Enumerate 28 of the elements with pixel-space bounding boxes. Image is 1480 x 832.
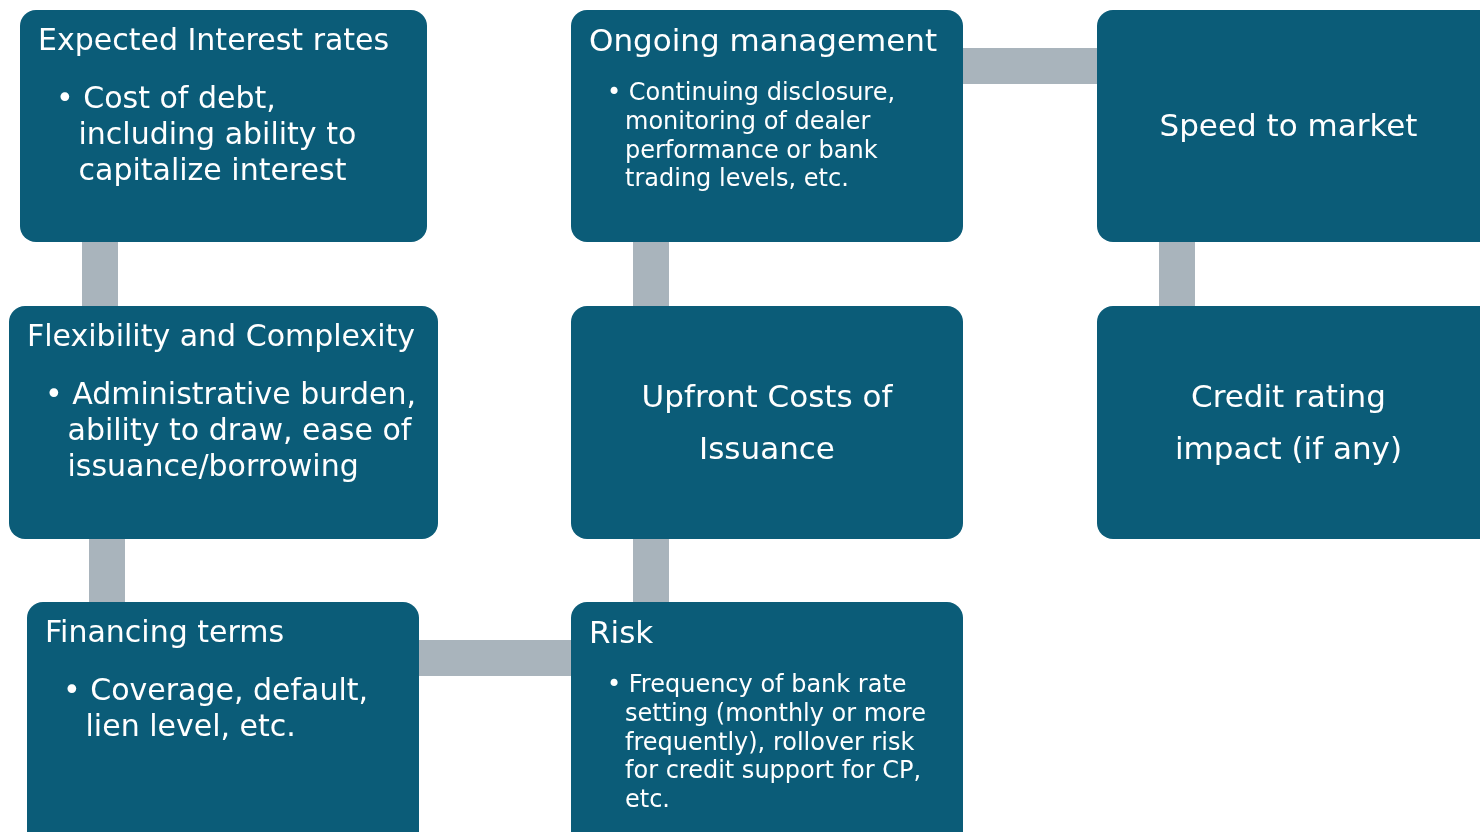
topic-box [9,306,438,539]
bullet-text: • Coverage, default, lien level, etc. [63,672,370,744]
connector-bar [89,539,125,602]
connector-bar [1159,242,1195,306]
topic-heading: Ongoing management [589,22,938,60]
bullet-text: • Cost of debt, including ability to capitalize interest [56,80,358,188]
connector-bar [82,242,118,306]
topic-box [1097,306,1480,539]
topic-heading: Expected Interest rates [38,22,390,58]
connector-bar [633,539,669,602]
bullet-text: • Continuing disclosure, monitoring of dealer performance or bank trading levels, etc. [607,78,897,194]
connector-bar [633,242,669,306]
topic-box [571,602,963,832]
topic-box [1097,10,1480,242]
topic-box [20,10,427,242]
topic-title: Speed to market [1159,106,1418,146]
topic-box [571,10,963,242]
topic-title: Credit rating impact (if any) [1173,377,1404,468]
connector-bar [419,640,571,676]
topic-heading: Risk [589,614,654,652]
topic-heading: Flexibility and Complexity [27,318,416,354]
topic-box [27,602,419,832]
bullet-text: • Frequency of bank rate setting (monthly or more frequently), rollover risk for credit support for CP, etc. [607,670,927,814]
bullet-text: • Administrative burden, ability to draw, ease of issuance/borrowing [45,376,418,484]
topic-heading: Financing terms [45,614,285,650]
topic-title: Upfront Costs of Issuance [640,377,894,468]
connector-bar [963,48,1097,84]
topic-box [571,306,963,539]
